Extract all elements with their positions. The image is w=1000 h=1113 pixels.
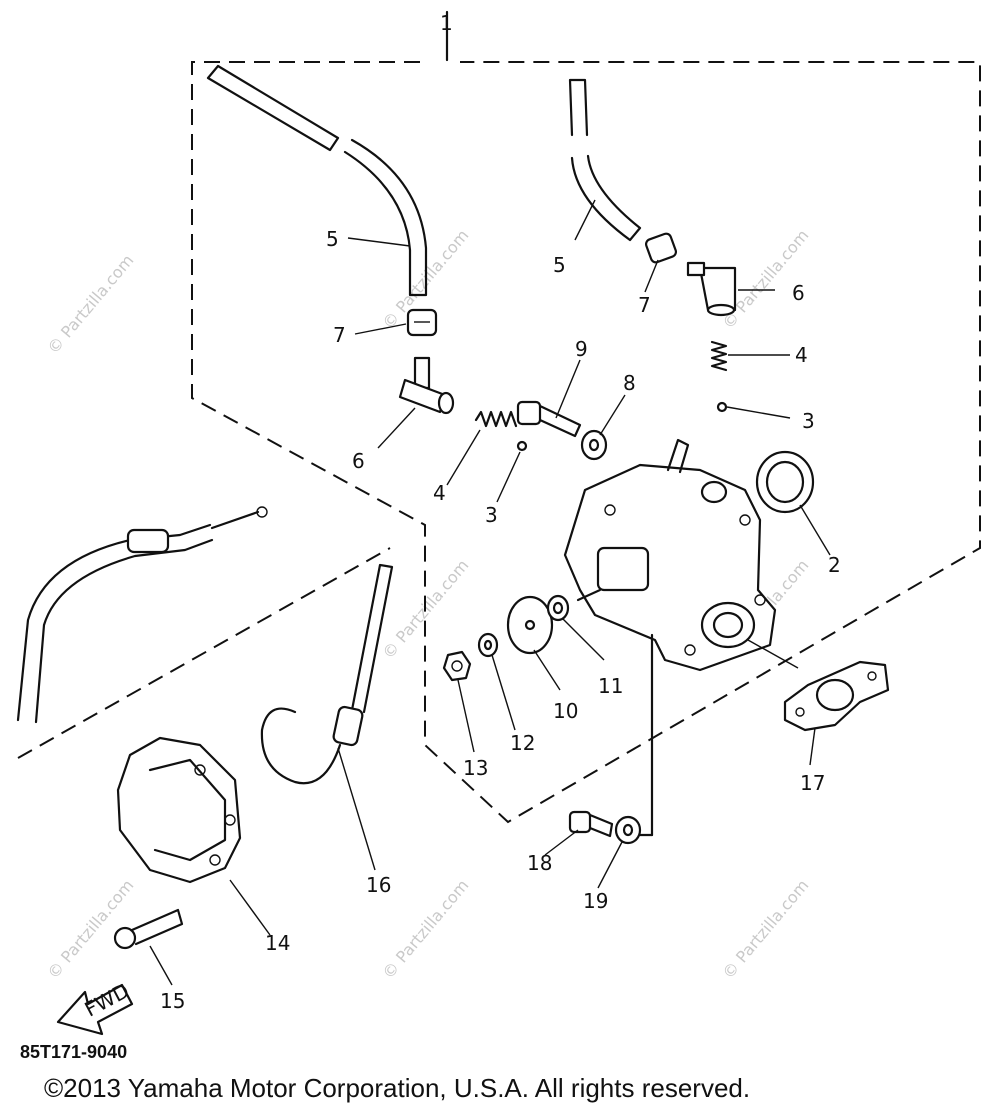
callout-3-right: 3 xyxy=(802,409,815,433)
nut-13 xyxy=(442,650,472,682)
callout-6-left: 6 xyxy=(352,449,365,473)
callout-11: 11 xyxy=(598,674,623,698)
screw-15 xyxy=(113,908,184,950)
bolt-18 xyxy=(568,810,614,838)
callout-3-left: 3 xyxy=(485,503,498,527)
callout-5-right: 5 xyxy=(553,253,566,277)
callout-16: 16 xyxy=(366,873,391,897)
watermark-text: © Partzilla.com xyxy=(379,876,473,983)
hose-left xyxy=(206,64,428,297)
pump-cover-14 xyxy=(116,736,242,884)
callout-14: 14 xyxy=(265,931,290,955)
callout-8: 8 xyxy=(623,371,636,395)
washer-19 xyxy=(614,815,642,845)
callout-10: 10 xyxy=(553,699,578,723)
callout-7-left: 7 xyxy=(333,323,346,347)
elbow-left xyxy=(398,356,455,415)
callout-1: 1 xyxy=(440,11,453,35)
washer-12 xyxy=(477,632,499,658)
assembly-boundary xyxy=(17,10,981,824)
washer-11 xyxy=(546,594,570,622)
leader-lines xyxy=(149,199,831,986)
hose-right xyxy=(568,78,642,242)
oil-pump-cable-upper xyxy=(16,506,268,724)
callout-4-left: 4 xyxy=(433,481,446,505)
clamp-left xyxy=(406,308,438,337)
callout-5-left: 5 xyxy=(326,227,339,251)
bolt-9 xyxy=(516,400,582,438)
spring-left xyxy=(474,410,518,428)
gasket-17 xyxy=(783,660,890,732)
callout-9: 9 xyxy=(575,337,588,361)
callout-6-right: 6 xyxy=(792,281,805,305)
part-code: 85T171-9040 xyxy=(20,1042,127,1062)
fwd-arrow-icon: FWD xyxy=(56,978,134,1036)
pulley-10 xyxy=(506,595,554,655)
clamp-right xyxy=(644,232,678,264)
watermark-text: © Partzilla.com xyxy=(719,876,813,983)
callout-4-right: 4 xyxy=(795,343,808,367)
cable-16 xyxy=(260,563,394,785)
watermark-text: © Partzilla.com xyxy=(44,251,138,358)
oil-pump-body xyxy=(563,438,777,672)
callout-19: 19 xyxy=(583,889,608,913)
callout-7-right: 7 xyxy=(638,293,651,317)
washer-8 xyxy=(580,429,608,461)
ball-right xyxy=(716,401,728,413)
callout-15: 15 xyxy=(160,989,185,1013)
callout-12: 12 xyxy=(510,731,535,755)
oil-seal xyxy=(755,450,815,514)
spring-right xyxy=(710,340,728,372)
callout-18: 18 xyxy=(527,851,552,875)
elbow-right xyxy=(686,261,737,317)
callout-17: 17 xyxy=(800,771,825,795)
callout-2: 2 xyxy=(828,553,841,577)
callout-13: 13 xyxy=(463,756,488,780)
callout-labels: 1 5 7 6 4 3 5 7 6 4 3 9 8 2 11 10 12 13 … xyxy=(160,11,841,1013)
copyright-notice: ©2013 Yamaha Motor Corporation, U.S.A. A… xyxy=(44,1073,750,1103)
ball-left xyxy=(516,440,528,452)
